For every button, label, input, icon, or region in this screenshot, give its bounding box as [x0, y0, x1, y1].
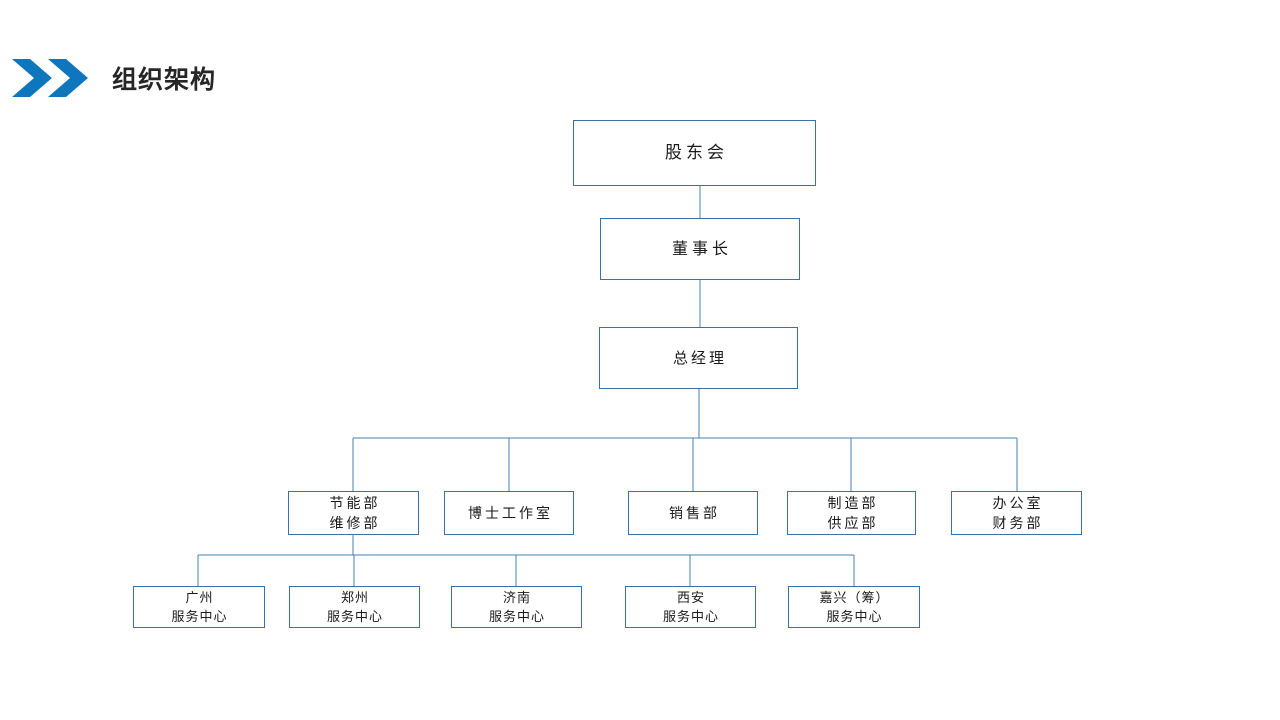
org-node-line: 供应部 [827, 515, 879, 531]
org-node-jiaxing-service-center[interactable]: 嘉兴（筹） 服务中心 [788, 586, 920, 628]
org-node-line: 办公室 [992, 495, 1044, 511]
page-header: 组织架构 [0, 0, 1280, 120]
org-node-line: 服务中心 [826, 609, 883, 624]
org-node-line: 广州 [185, 590, 214, 605]
org-node-line: 服务中心 [326, 609, 383, 624]
org-node-general-manager[interactable]: 总经理 [599, 327, 798, 389]
org-node-guangzhou-service-center[interactable]: 广州 服务中心 [133, 586, 265, 628]
org-node-xian-service-center[interactable]: 西安 服务中心 [625, 586, 756, 628]
org-node-line: 维修部 [329, 515, 381, 531]
org-node-line: 博士工作室 [468, 505, 553, 521]
org-node-sales-dept[interactable]: 销售部 [628, 491, 758, 535]
org-node-line: 节能部 [329, 495, 381, 511]
org-node-chairman[interactable]: 董事长 [600, 218, 800, 280]
org-node-zhengzhou-service-center[interactable]: 郑州 服务中心 [289, 586, 420, 628]
org-node-line: 郑州 [340, 590, 369, 605]
org-node-shareholders-meeting[interactable]: 股东会 [573, 120, 816, 186]
org-node-doctoral-workstation[interactable]: 博士工作室 [444, 491, 574, 535]
org-node-line: 销售部 [669, 505, 720, 521]
org-node-line: 制造部 [827, 495, 879, 511]
page-title: 组织架构 [112, 66, 217, 94]
org-node-energy-maintenance-dept[interactable]: 节能部 维修部 [288, 491, 419, 535]
org-node-line: 西安 [676, 590, 705, 605]
org-node-line: 财务部 [992, 515, 1044, 531]
org-node-office-finance-dept[interactable]: 办公室 财务部 [951, 491, 1082, 535]
double-chevron-right-icon [12, 57, 90, 99]
org-node-line: 服务中心 [488, 609, 545, 624]
org-node-line: 总经理 [672, 349, 727, 367]
org-node-line: 济南 [502, 590, 531, 605]
org-node-line: 服务中心 [662, 609, 719, 624]
org-node-line: 董事长 [671, 240, 732, 258]
org-node-line: 服务中心 [171, 609, 228, 624]
org-node-manufacturing-supply-dept[interactable]: 制造部 供应部 [787, 491, 916, 535]
org-node-line: 嘉兴（筹） [819, 590, 890, 605]
org-node-jinan-service-center[interactable]: 济南 服务中心 [451, 586, 582, 628]
org-node-line: 股东会 [665, 143, 728, 162]
